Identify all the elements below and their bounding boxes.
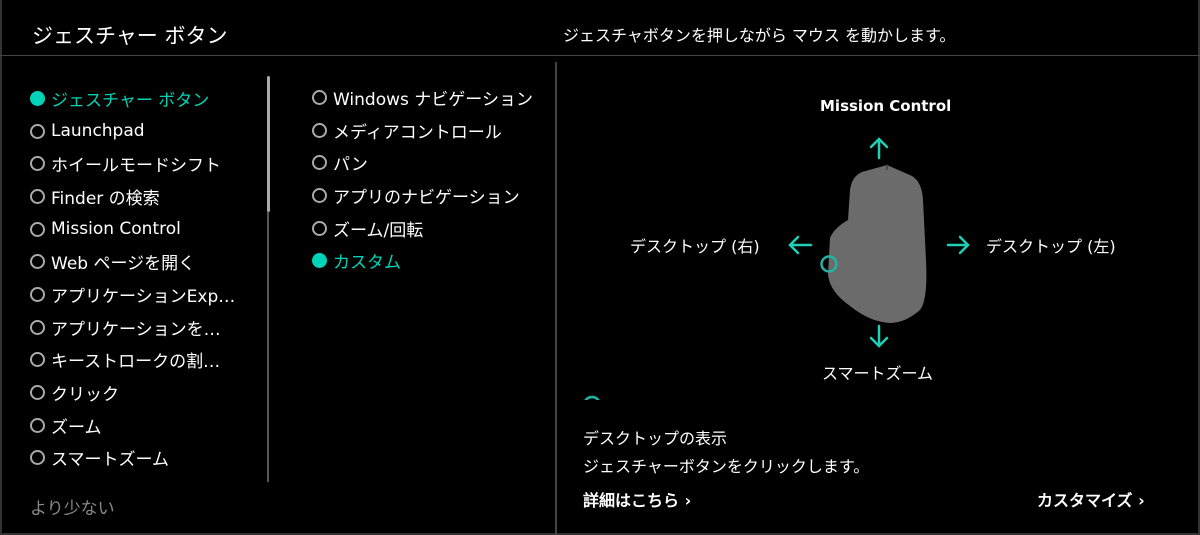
item-label: Web ページを開く — [51, 254, 196, 275]
radio-icon[interactable] — [30, 156, 45, 172]
page-title: ジェスチャー ボタン — [32, 24, 228, 48]
action-option[interactable]: アプリケーションExp… — [30, 278, 265, 311]
show-less-link[interactable]: より少ない — [30, 499, 115, 519]
click-description: ジェスチャーボタンをクリックします。 — [583, 457, 870, 476]
arrow-left-icon — [788, 235, 813, 255]
radio-icon[interactable] — [30, 319, 45, 335]
action-option[interactable]: スマートズーム — [30, 442, 265, 475]
action-option[interactable]: キーストロークの割… — [30, 344, 265, 377]
chevron-right-icon: › — [684, 491, 692, 510]
radio-icon[interactable] — [30, 188, 45, 204]
mode-option[interactable]: ズーム/回転 — [312, 212, 533, 245]
gesture-up-label: Mission Control — [820, 97, 952, 115]
gesture-button-marker — [820, 255, 838, 273]
item-label: スマートズーム — [51, 450, 169, 471]
gesture-left-label: デスクトップ (右) — [630, 237, 760, 256]
item-label: ホイールモードシフト — [51, 156, 221, 177]
radio-icon[interactable] — [30, 352, 45, 368]
radio-icon[interactable] — [30, 221, 45, 237]
mode-option[interactable]: メディアコントロール — [312, 114, 533, 147]
scrollbar-thumb[interactable] — [267, 76, 270, 212]
item-label: メディアコントロール — [333, 122, 502, 143]
radio-icon[interactable] — [30, 286, 45, 302]
action-option[interactable]: ホイールモードシフト — [30, 147, 265, 180]
gesture-down-label: スマートズーム — [822, 364, 934, 383]
gesture-diagram — [584, 137, 970, 400]
radio-icon[interactable] — [312, 122, 327, 138]
scrollbar-track — [267, 212, 269, 482]
arrow-down-icon — [869, 324, 889, 348]
header-description: ジェスチャボタンを押しながら マウス を動かします。 — [563, 26, 956, 45]
item-label: パン — [333, 155, 368, 176]
arrow-right-icon — [946, 235, 970, 255]
customize-link[interactable]: カスタマイズ › — [1037, 487, 1145, 511]
item-label: アプリケーションを… — [51, 319, 221, 340]
radio-icon[interactable] — [312, 187, 327, 203]
mouse-icon — [828, 165, 927, 323]
chevron-right-icon: › — [1138, 491, 1145, 510]
details-link[interactable]: 詳細はこちら › — [583, 487, 691, 511]
radio-icon[interactable] — [30, 417, 45, 433]
item-label: クリック — [51, 385, 119, 406]
radio-icon[interactable] — [30, 123, 45, 139]
mode-option[interactable]: パン — [312, 146, 533, 179]
mode-option[interactable]: アプリのナビゲーション — [312, 179, 533, 212]
mode-option[interactable]: Windows ナビゲーション — [312, 81, 533, 114]
item-label: Finder の検索 — [51, 188, 160, 209]
action-option[interactable]: ズーム — [30, 409, 265, 442]
action-option[interactable]: アプリケーションを… — [30, 311, 265, 344]
item-label: Launchpad — [51, 121, 145, 142]
details-label: 詳細はこちら — [583, 491, 680, 510]
action-option[interactable]: Finder の検索 — [30, 180, 265, 213]
click-title: デスクトップの表示 — [583, 429, 728, 448]
action-list: ジェスチャー ボタン Launchpad ホイールモードシフト Finder の検索 M… — [30, 82, 265, 482]
radio-icon[interactable] — [312, 89, 327, 105]
click-marker — [584, 395, 600, 400]
item-label: ズーム/回転 — [333, 220, 424, 241]
action-option[interactable]: クリック — [30, 376, 265, 409]
item-label: ジェスチャー ボタン — [51, 90, 210, 111]
mode-option[interactable]: カスタム — [312, 244, 533, 277]
customize-label: カスタマイズ — [1037, 491, 1133, 510]
item-label: Mission Control — [51, 219, 181, 240]
action-option[interactable]: ジェスチャー ボタン — [30, 82, 265, 115]
radio-icon[interactable] — [312, 253, 327, 269]
item-label: Windows ナビゲーション — [333, 89, 533, 110]
mode-list: Windows ナビゲーションメディアコントロールパンアプリのナビゲーションズー… — [312, 81, 533, 277]
gesture-right-label: デスクトップ (左) — [986, 237, 1116, 256]
radio-icon[interactable] — [30, 90, 45, 106]
item-label: アプリケーションExp… — [51, 286, 236, 307]
action-option[interactable]: Web ページを開く — [30, 245, 265, 278]
divider — [555, 62, 557, 535]
action-option[interactable]: Mission Control — [30, 213, 265, 246]
radio-icon[interactable] — [30, 254, 45, 270]
action-option[interactable]: Launchpad — [30, 115, 265, 148]
item-label: ズーム — [51, 417, 102, 438]
radio-icon[interactable] — [312, 155, 327, 171]
item-label: キーストロークの割… — [51, 352, 221, 373]
item-label: アプリのナビゲーション — [333, 187, 520, 208]
header: ジェスチャー ボタン ジェスチャボタンを押しながら マウス を動かします。 — [0, 0, 1200, 56]
radio-icon[interactable] — [30, 385, 45, 401]
arrow-up-icon — [869, 137, 889, 160]
radio-icon[interactable] — [30, 450, 45, 466]
radio-icon[interactable] — [312, 220, 327, 236]
item-label: カスタム — [333, 253, 401, 274]
